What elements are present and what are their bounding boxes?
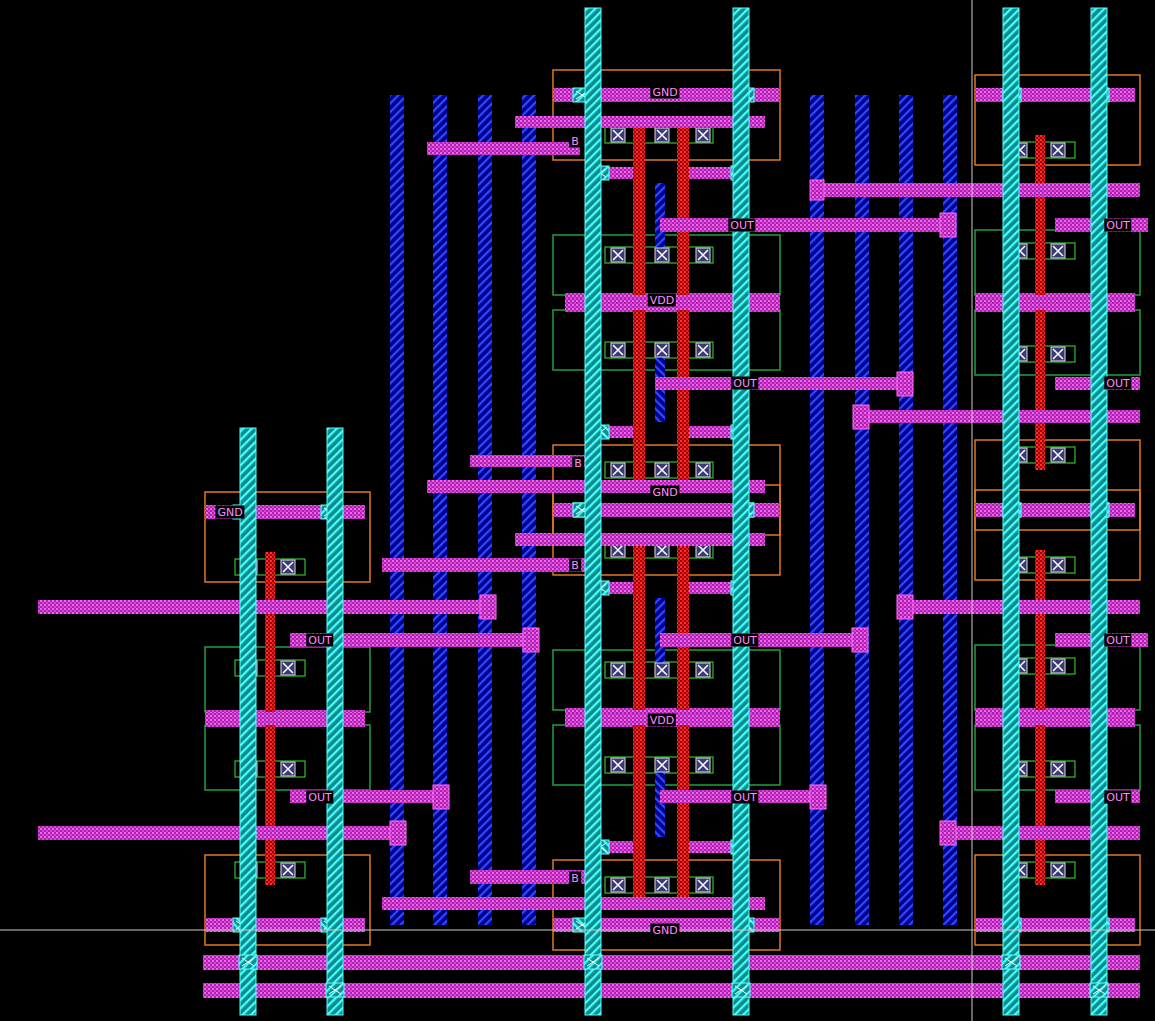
net-label: VDD [648,714,676,727]
layout-shape [327,428,343,1015]
layout-shape [290,790,448,803]
net-label: B [569,559,581,572]
layout-shape [852,628,868,652]
layout-instance [326,983,344,997]
layout-shape [38,600,495,614]
net-label: GND [650,86,679,99]
layout-shape [480,595,496,619]
layout-shape [522,95,536,925]
net-label: OUT [1104,634,1131,647]
net-label: B [572,457,584,470]
net-label: OUT [1104,377,1131,390]
layout-shape [897,595,913,619]
layout-instance [584,955,602,969]
layout-shape [1091,8,1107,1015]
net-label: GND [215,506,244,519]
layout-shape [470,870,600,884]
layout-shape [203,983,1140,998]
layout-shape [515,116,765,128]
layout-shape [523,628,539,652]
layout-instance [239,955,257,969]
layout-shape [940,826,1140,840]
net-label: OUT [731,377,758,390]
net-label: B [569,872,581,885]
layout-instance [1002,955,1020,969]
layout-shape [515,533,765,546]
layout-shape [290,633,538,647]
cells [205,70,1140,950]
net-label: OUT [731,634,758,647]
layout-shape [810,180,824,200]
net-label: B [569,135,581,148]
layout-shape [940,821,956,845]
metal2-rails [239,8,1108,1015]
layout-instance [732,983,750,997]
layout-shape [972,0,973,1021]
layout-shape [660,790,825,803]
layout-shape [897,372,913,396]
layout-shape [382,897,765,910]
net-label: OUT [1104,219,1131,232]
layout-shape [433,785,449,809]
net-label: OUT [306,634,333,647]
layout-shape [660,218,955,232]
net-label: GND [650,924,679,937]
layout-shape [382,558,595,572]
layout-shape [203,955,1140,970]
layout-shape [655,377,910,390]
layout-shape [390,821,406,845]
layout-shape [427,142,580,155]
layout-instance [1090,983,1108,997]
net-label: OUT [731,791,758,804]
layout-shape [0,930,1155,931]
layout-shape [733,8,749,1015]
layout-shape [478,95,492,925]
metal2-bars [390,95,957,925]
net-label: OUT [306,791,333,804]
layout-shape [940,213,956,237]
layout-shape [853,405,869,429]
net-label: OUT [728,219,755,232]
layout-shape [660,633,865,647]
net-label: VDD [648,294,676,307]
layout-shape [585,8,601,1015]
layout-shape [810,785,826,809]
net-label: OUT [1104,791,1131,804]
layout-shape [38,826,405,840]
layout-shape [1003,8,1019,1015]
net-label: GND [650,486,679,499]
